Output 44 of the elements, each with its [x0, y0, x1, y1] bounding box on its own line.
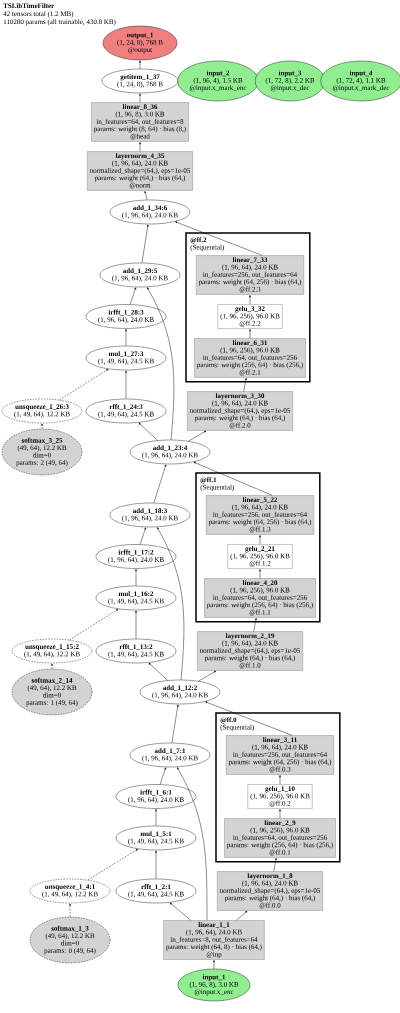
arrow [188, 430, 207, 442]
arrow [59, 369, 109, 401]
arrow [139, 93, 141, 103]
arrow [259, 569, 261, 579]
arrow [205, 701, 293, 736]
arrow [175, 221, 263, 256]
arrow [125, 370, 127, 399]
arrow [236, 910, 248, 921]
arrow [51, 663, 53, 669]
arrow [135, 610, 137, 639]
arrow [144, 191, 148, 201]
arrow [193, 461, 273, 496]
arrow [259, 535, 261, 545]
arrow [273, 858, 277, 872]
arrow [198, 670, 217, 682]
arrow [155, 809, 157, 826]
arrow [157, 527, 185, 681]
arrow [177, 767, 208, 921]
arrow [147, 287, 175, 441]
arrow [141, 224, 149, 264]
arrow [169, 902, 191, 921]
arrow [279, 809, 281, 819]
arrow [87, 849, 138, 881]
arrow [139, 142, 141, 152]
arrow [171, 704, 179, 744]
arrow [148, 662, 168, 681]
arrow [279, 775, 281, 785]
arrow [125, 329, 127, 346]
arrow [69, 609, 119, 641]
arrow [135, 569, 137, 586]
arrow [41, 423, 43, 429]
arrow [213, 960, 215, 969]
arrow [139, 527, 146, 545]
arrow [129, 287, 136, 305]
arrow [249, 329, 251, 339]
arrow [139, 60, 141, 69]
arrow [138, 422, 158, 441]
arrow [155, 850, 157, 879]
arrow [243, 378, 247, 392]
arrow [153, 464, 167, 504]
arrow [253, 618, 257, 632]
arrow [249, 295, 251, 305]
arrow [69, 903, 71, 917]
arrow [159, 767, 166, 785]
